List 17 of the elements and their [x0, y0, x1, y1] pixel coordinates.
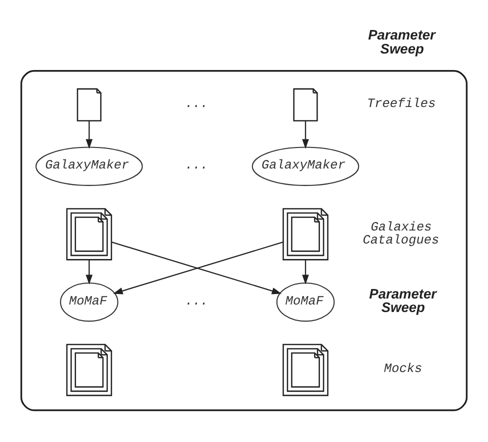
label: Mocks [384, 360, 422, 376]
arrow [86, 259, 93, 284]
label: Parameter Sweep [369, 286, 436, 315]
arrow [302, 259, 309, 284]
node-ellipse: MoMaF [276, 282, 335, 322]
label: Treefiles [367, 96, 436, 111]
cluster [20, 70, 468, 411]
label: Parameter Sweep [368, 27, 436, 56]
arrow [86, 120, 93, 148]
label: Galaxies Catalogues [362, 219, 440, 247]
arrow [302, 120, 309, 148]
node-ellipse: GalaxyMaker [252, 146, 360, 186]
label: ... [185, 157, 208, 172]
label: ... [185, 96, 208, 111]
label: ... [185, 292, 208, 308]
node-ellipse: MoMaF [60, 282, 118, 322]
node-ellipse: GalaxyMaker [36, 146, 143, 186]
